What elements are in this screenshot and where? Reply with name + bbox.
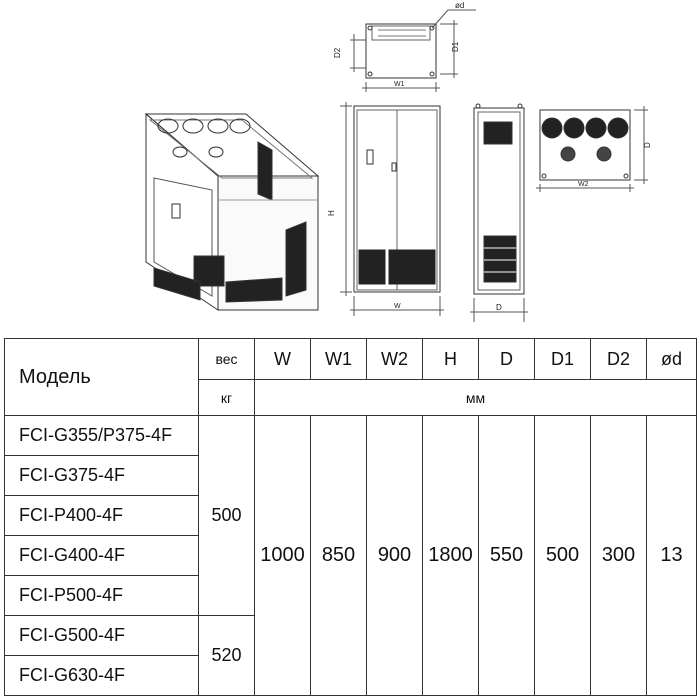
weight-cell: 500 (198, 415, 255, 616)
col-header-d2: D2 (590, 338, 647, 380)
weight-unit: кг (198, 379, 255, 416)
technical-drawings: ød D1 D2 W1 H W D W2 D (144, 1, 652, 322)
model-cell: FCI-P400-4F (4, 495, 199, 536)
col-header-phi-d: ød (646, 338, 697, 380)
value-d1: 500 (534, 415, 591, 696)
model-cell: FCI-P500-4F (4, 575, 199, 616)
value-w2: 900 (366, 415, 423, 696)
model-cell: FCI-G400-4F (4, 535, 199, 576)
front-view-drawing (340, 102, 444, 316)
value-w: 1000 (254, 415, 311, 696)
model-cell: FCI-G630-4F (4, 655, 199, 696)
d-label: D (496, 303, 502, 312)
col-header-w: W (254, 338, 311, 380)
model-cell: FCI-G355/P375-4F (4, 415, 199, 456)
col-header-w2: W2 (366, 338, 423, 380)
side-view-drawing (470, 103, 528, 322)
value-d2: 300 (590, 415, 647, 696)
weight-cell: 520 (198, 615, 255, 696)
value-h: 1800 (422, 415, 479, 696)
value-w1: 850 (310, 415, 367, 696)
model-cell: FCI-G375-4F (4, 455, 199, 496)
isometric-view-drawing (144, 112, 320, 311)
d-side-label: D (643, 142, 652, 148)
model-cell: FCI-G500-4F (4, 615, 199, 656)
phi-d-label: ød (455, 1, 464, 10)
dimension-unit: мм (254, 379, 697, 416)
value-d: 550 (478, 415, 535, 696)
w-label: W (394, 303, 401, 310)
d1-label: D1 (451, 41, 460, 52)
col-header-h: H (422, 338, 479, 380)
weight-header: вес (198, 338, 255, 380)
d2-label: D2 (333, 47, 342, 58)
col-header-d: D (478, 338, 535, 380)
value-phi-d: 13 (646, 415, 697, 696)
top-view-drawing (350, 9, 476, 92)
w1-label: W1 (394, 81, 405, 88)
model-header: Модель (4, 338, 199, 416)
col-header-w1: W1 (310, 338, 367, 380)
col-header-d1: D1 (534, 338, 591, 380)
spec-table: Модель вес W W1 W2 H D D1 D2 ød кг мм FC… (4, 338, 697, 696)
w2-label: W2 (578, 181, 589, 188)
h-label: H (327, 210, 336, 216)
roof-view-drawing (536, 106, 648, 192)
